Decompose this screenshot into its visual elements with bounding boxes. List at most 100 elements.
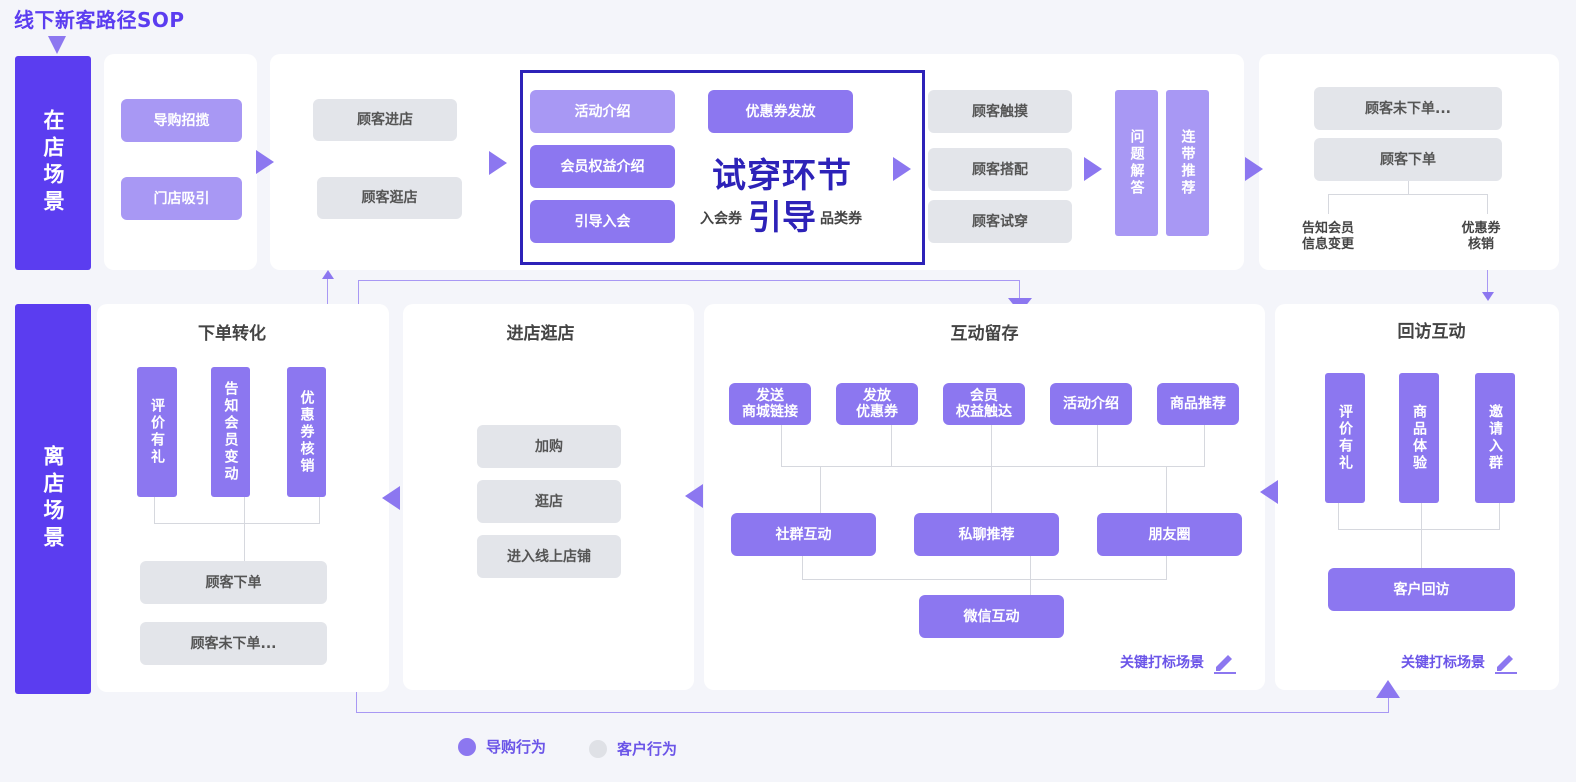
guide-heading: 引导 [748,198,816,238]
arrow-right-icon [1084,157,1102,181]
product-recommend-box: 商品推荐 [1157,383,1239,425]
coupon-redeem-box: 优惠券核销 [287,367,326,497]
private-chat-box: 私聊推荐 [914,513,1059,556]
connector-line [154,497,155,523]
browse-store-box: 逛店 [477,480,621,523]
arrow-left-icon [1260,480,1278,504]
customer-no-order-box: 顾客未下单... [140,622,327,665]
arrow-right-icon [1245,157,1263,181]
interact-title: 互动留存 [950,324,1019,344]
sidebar-in-store: 在店场景 [15,56,91,270]
member-info-change-label: 告知会员 信息变更 [1301,221,1354,252]
connector-line [356,692,357,712]
edit-icon [1495,655,1517,674]
key-tag-label: 关键打标场景 [1401,649,1519,675]
connector-line [1204,425,1205,467]
customer-dot-icon [589,739,607,758]
guide-join-box: 引导入会 [530,200,675,243]
trial-heading: 试穿环节 [712,156,852,196]
question-answer-box: 问题解答 [1115,90,1158,236]
join-coupon-label: 入会券 [700,211,742,227]
connector-line [154,523,320,524]
arrow-down-icon [1482,292,1494,301]
community-box: 社群互动 [731,513,876,556]
page-title: 线下新客路径SOP [14,8,185,32]
connector-line [1097,425,1098,467]
connector-line [891,425,892,467]
trial-highlight-frame [520,70,925,265]
coupon-redeem-label: 优惠券 核销 [1461,221,1501,252]
connector-line [356,712,1389,713]
key-tag-label: 关键打标场景 [1120,649,1238,675]
arrow-left-icon [382,486,400,510]
cross-sell-box: 连带推荐 [1166,90,1209,236]
store-attract-box: 门店吸引 [121,177,242,220]
revisit-title: 回访互动 [1397,322,1466,342]
arrow-right-icon [489,151,507,175]
activity-box: 活动介绍 [1050,383,1132,425]
give-coupon-box: 发放 优惠券 [836,383,918,425]
customer-revisit-box: 客户回访 [1328,568,1515,611]
order-box: 顾客下单 [1314,138,1502,181]
connector-line [1338,503,1339,529]
legend-customer-label: 客户行为 [617,740,678,758]
product-experience-box: 商品体验 [1399,373,1439,503]
connector-line [327,278,328,304]
connector-line [1328,194,1329,214]
connector-line [802,579,1167,580]
arrow-right-icon [256,150,274,174]
legend-customer: 客户行为 [589,738,677,759]
legend-guide-label: 导购行为 [486,738,547,756]
connector-line [358,280,1020,281]
wechat-interact-box: 微信互动 [919,595,1064,638]
add-cart-box: 加购 [477,425,621,468]
connector-line [781,425,782,467]
connector-line [1166,466,1167,513]
panel-attract [104,54,257,270]
connector-line [244,497,245,561]
edit-icon [1214,655,1236,674]
member-change-box: 告知会员变动 [211,367,250,497]
customer-enter-box: 顾客进店 [313,99,457,141]
guide-attract-box: 导购招揽 [121,99,242,142]
title-arrow-icon [48,36,66,54]
review-gift-box: 评价有礼 [137,367,177,497]
browse-title: 进店逛店 [506,324,575,344]
connector-line [1030,556,1031,595]
customer-touch-box: 顾客触摸 [928,90,1072,133]
connector-line [1166,556,1167,580]
sidebar-off-store: 离店场景 [15,304,91,694]
customer-order-box: 顾客下单 [140,561,327,604]
connector-line [1338,529,1500,530]
arrow-up-icon [322,270,334,279]
connector-line [1487,270,1488,294]
connector-line [1499,503,1500,529]
member-benefit-box: 会员权益介绍 [530,145,675,188]
no-order-box: 顾客未下单... [1314,87,1502,130]
customer-try-box: 顾客试穿 [928,200,1072,243]
invite-group-box: 邀请入群 [1475,373,1515,503]
arrow-left-icon [685,484,703,508]
online-store-box: 进入线上店铺 [477,535,621,578]
member-reach-box: 会员 权益触达 [943,383,1025,425]
connector-line [1388,698,1389,713]
order-conversion-title: 下单转化 [198,324,266,344]
connector-line [1328,194,1488,195]
moments-box: 朋友圈 [1097,513,1242,556]
connector-line [319,497,320,523]
customer-browse-box: 顾客逛店 [317,177,462,219]
connector-line [1019,280,1020,300]
key-tag-text: 关键打标场景 [1401,655,1485,671]
connector-line [802,556,803,580]
category-coupon-label: 品类券 [820,211,862,227]
arrow-up-icon [1376,680,1400,698]
connector-line [1487,194,1488,214]
connector-line [820,466,821,513]
connector-line [1408,181,1409,194]
connector-line [358,280,359,304]
review-gift-box: 评价有礼 [1325,373,1365,503]
connector-line [991,425,992,513]
connector-line [781,466,1205,467]
legend-guide: 导购行为 [458,736,546,757]
arrow-right-icon [893,157,911,181]
